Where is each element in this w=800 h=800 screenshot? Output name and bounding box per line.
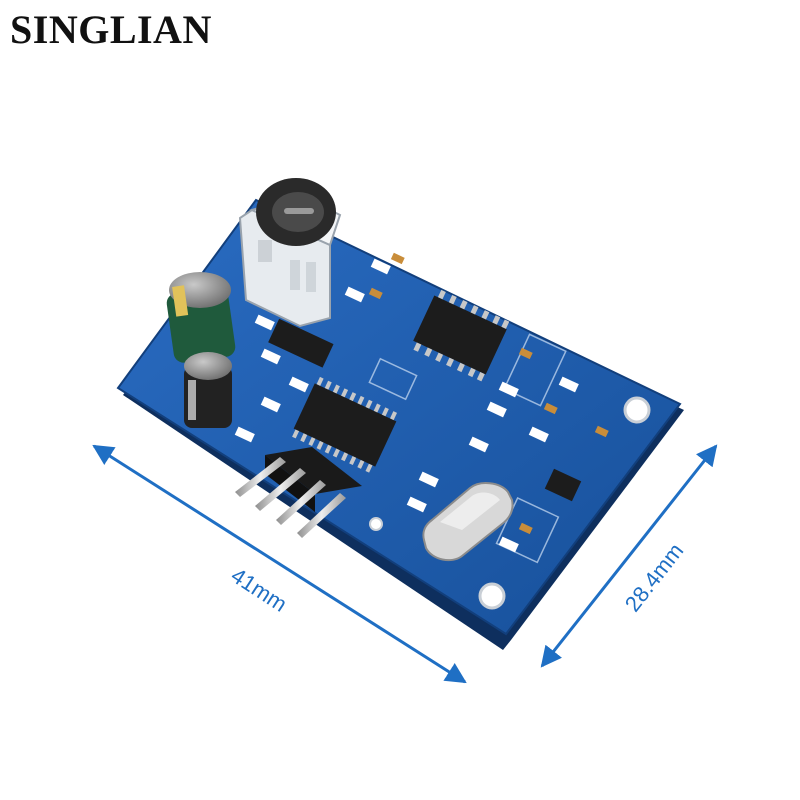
- length-label: 41mm: [227, 563, 292, 617]
- transducer-housing: [238, 178, 342, 328]
- capacitor-icon: [166, 272, 236, 428]
- length-arrow: [92, 444, 467, 684]
- brand-logo: SINGLIAN: [10, 7, 212, 52]
- width-label: 28.4mm: [620, 538, 689, 616]
- width-arrow: [540, 444, 718, 668]
- dimension-arrow-icon: [92, 444, 718, 684]
